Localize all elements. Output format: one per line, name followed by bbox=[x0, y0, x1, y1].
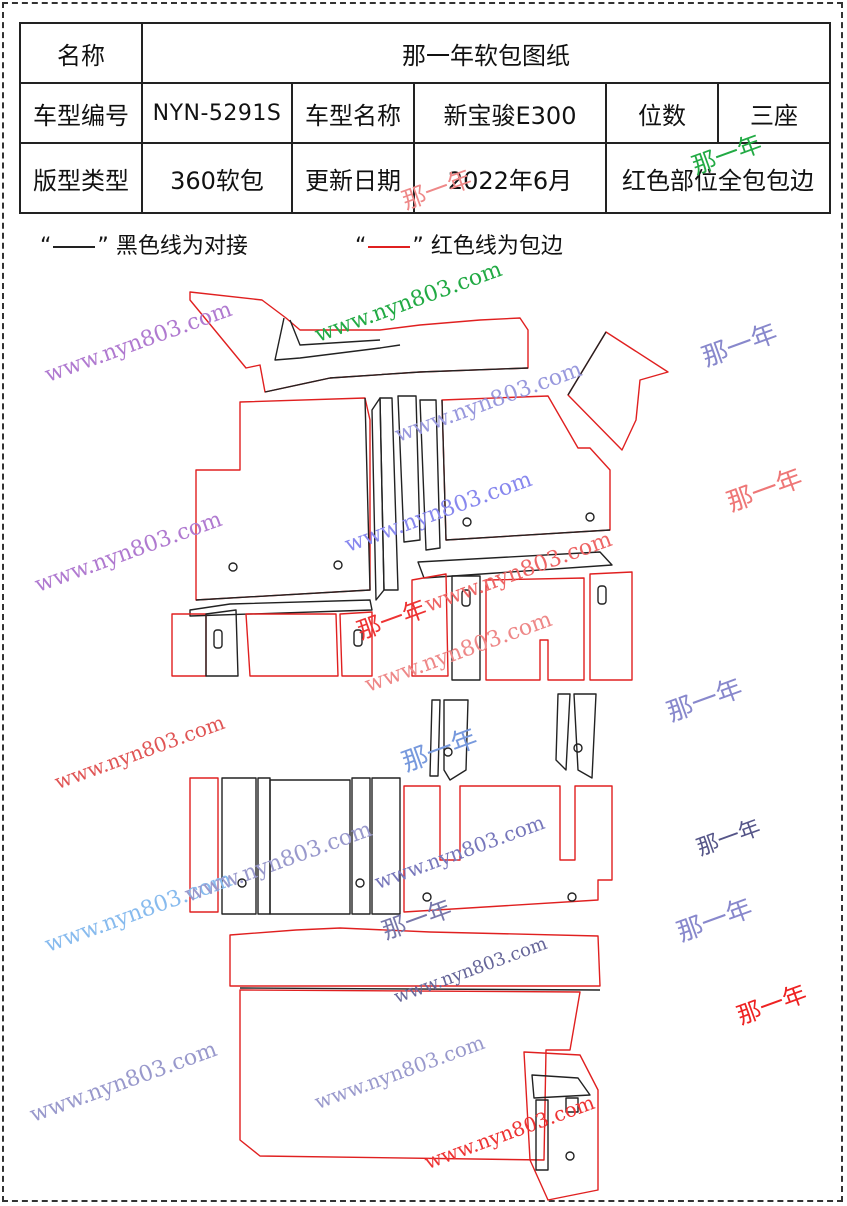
date-value: 2022年6月 bbox=[413, 142, 607, 214]
pattern-cargo-side bbox=[523, 1051, 599, 1201]
pattern-middle-right-row bbox=[411, 571, 633, 681]
legend-black: “ ” 黑色线为对接 bbox=[40, 228, 248, 260]
model-no-value: NYN-5291S bbox=[141, 82, 293, 144]
legend-black-open-quote: “ bbox=[40, 234, 52, 259]
pattern-center-tunnel bbox=[371, 395, 441, 601]
pattern-small-brackets bbox=[429, 693, 597, 781]
model-name-value: 新宝骏E300 bbox=[413, 82, 607, 144]
legend-red: “ ” 红色线为包边 bbox=[355, 228, 563, 260]
spec-table: 名称 那一年软包图纸 车型编号 NYN-5291S 车型名称 新宝骏E300 位… bbox=[19, 22, 831, 214]
pattern-side-panel bbox=[567, 331, 669, 451]
legend-red-close-quote: ” bbox=[412, 234, 424, 259]
date-label: 更新日期 bbox=[291, 142, 415, 214]
pattern-right-floor bbox=[441, 395, 611, 541]
spec-row-title: 名称 那一年软包图纸 bbox=[19, 22, 831, 84]
model-name-label: 车型名称 bbox=[291, 82, 415, 144]
seats-label: 位数 bbox=[605, 82, 719, 144]
pattern-rear-seat-row bbox=[189, 777, 613, 915]
pattern-middle-left-row bbox=[171, 609, 373, 677]
legend-red-open-quote: “ bbox=[355, 234, 367, 259]
pattern-connector-strip bbox=[189, 599, 373, 617]
legend-black-line bbox=[53, 246, 96, 248]
spec-row-type: 版型类型 360软包 更新日期 2022年6月 红色部位全包包边 bbox=[19, 142, 831, 214]
legend-black-text: 黑色线为对接 bbox=[115, 234, 248, 259]
type-label: 版型类型 bbox=[19, 142, 143, 214]
legend-black-close-quote: ” bbox=[97, 234, 109, 259]
legend-red-text: 红色线为包边 bbox=[430, 234, 563, 259]
model-no-label: 车型编号 bbox=[19, 82, 143, 144]
pattern-left-floor bbox=[195, 397, 371, 601]
pattern-connector-strip-right bbox=[417, 551, 613, 579]
name-label: 名称 bbox=[19, 22, 143, 84]
pattern-cargo-seam bbox=[239, 987, 601, 991]
type-value: 360软包 bbox=[141, 142, 293, 214]
pattern-cargo-floor bbox=[239, 989, 581, 1161]
pattern-top-trim bbox=[189, 291, 529, 393]
name-value: 那一年软包图纸 bbox=[141, 22, 831, 84]
pattern-cargo-top bbox=[229, 927, 601, 987]
spec-row-model: 车型编号 NYN-5291S 车型名称 新宝骏E300 位数 三座 bbox=[19, 82, 831, 144]
seats-value: 三座 bbox=[717, 82, 831, 144]
legend-red-line bbox=[368, 246, 411, 248]
edge-note: 红色部位全包包边 bbox=[605, 142, 831, 214]
